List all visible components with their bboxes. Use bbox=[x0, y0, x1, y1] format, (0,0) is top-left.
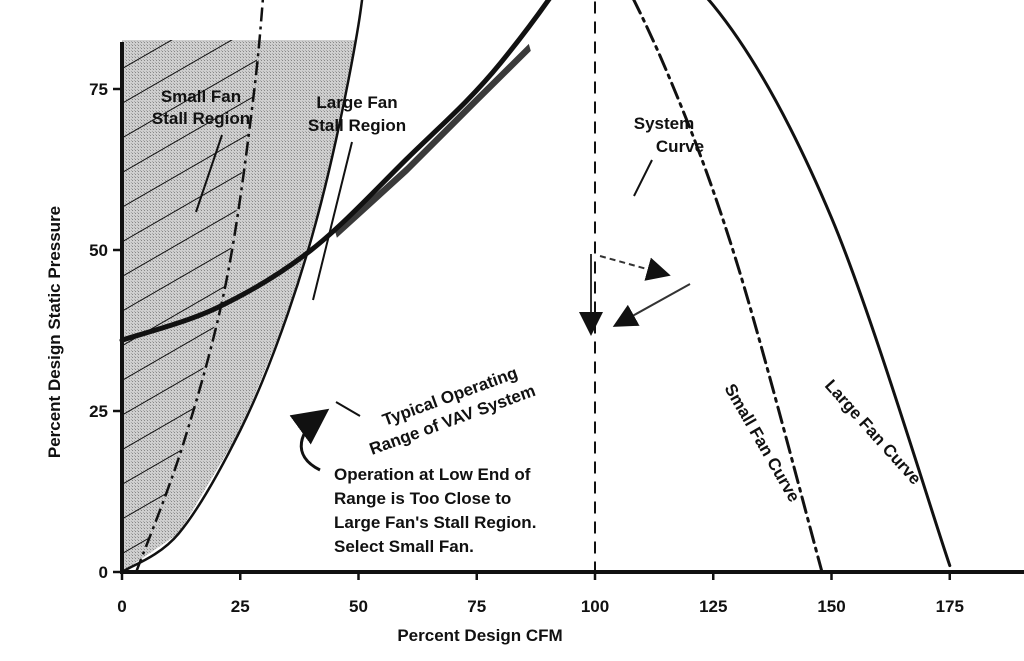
system-curve-label-1: System bbox=[634, 114, 694, 133]
x-tick-label: 175 bbox=[936, 597, 964, 616]
large-fan-curve-line bbox=[706, 0, 952, 568]
small-stall-label-1: Small Fan bbox=[161, 87, 241, 106]
large-fan-drop-arrow bbox=[599, 255, 671, 281]
x-tick-label: 150 bbox=[817, 597, 845, 616]
note-line-3: Large Fan's Stall Region. bbox=[334, 513, 536, 532]
x-tick-label: 25 bbox=[231, 597, 250, 616]
reverse-arrow bbox=[612, 283, 691, 327]
operating-range-leader bbox=[335, 401, 361, 417]
tick-layer: 02550751001251501750255075100125 bbox=[89, 80, 964, 616]
note-line-4: Select Small Fan. bbox=[334, 537, 474, 556]
note-arrow bbox=[289, 408, 330, 472]
y-tick-label: 75 bbox=[89, 80, 108, 99]
large-stall-leader bbox=[312, 141, 353, 301]
large-stall-label-2: Stall Region bbox=[308, 116, 406, 135]
x-tick-label: 125 bbox=[699, 597, 727, 616]
note-line-2: Range is Too Close to bbox=[334, 489, 511, 508]
small-fan-curve-label: Small Fan Curve bbox=[721, 381, 804, 506]
small-fan-curve-line bbox=[632, 0, 824, 574]
small-fan-stall-region bbox=[122, 40, 259, 572]
y-tick-label: 25 bbox=[89, 402, 108, 421]
y-axis-title: Percent Design Static Pressure bbox=[45, 206, 64, 458]
note-line-1: Operation at Low End of bbox=[334, 465, 531, 484]
x-tick-label: 50 bbox=[349, 597, 368, 616]
small-fan-stall-line bbox=[135, 0, 265, 573]
operating-range-band bbox=[334, 43, 531, 238]
large-fan-stall-line bbox=[121, 0, 364, 574]
system-curve-leader bbox=[633, 159, 653, 197]
large-stall-label-1: Large Fan bbox=[316, 93, 397, 112]
x-tick-label: 0 bbox=[117, 597, 126, 616]
x-axis-title: Percent Design CFM bbox=[397, 626, 562, 645]
small-stall-label-2: Stall Region bbox=[152, 109, 250, 128]
x-tick-label: 75 bbox=[467, 597, 486, 616]
y-tick-label: 50 bbox=[89, 241, 108, 260]
system-curve-line bbox=[119, 0, 552, 343]
x-tick-label: 100 bbox=[581, 597, 609, 616]
system-curve-label-2: Curve bbox=[656, 137, 704, 156]
small-stall-leader bbox=[195, 134, 223, 213]
y-tick-label: 0 bbox=[99, 563, 108, 582]
series-layer bbox=[119, 0, 952, 574]
large-fan-curve-label: Large Fan Curve bbox=[821, 376, 925, 488]
